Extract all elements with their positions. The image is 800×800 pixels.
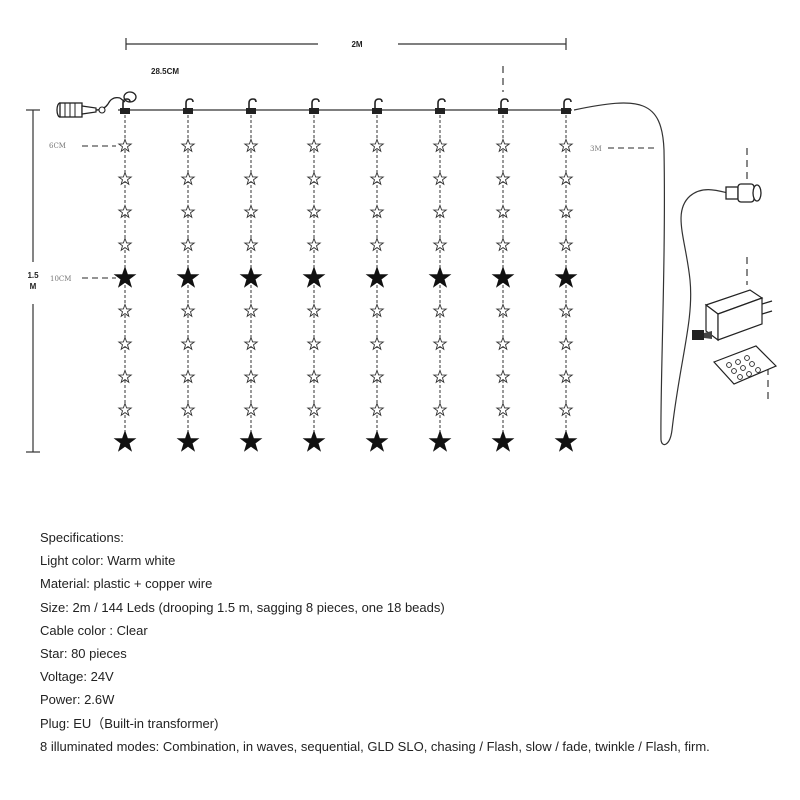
curtain-light-diagram: 2M 28.5CM 1.5 M 6CM 10CM 3M <box>26 38 778 453</box>
light-strand <box>303 98 325 452</box>
star-large-filled-icon <box>114 266 136 288</box>
width-label: 2M <box>351 40 362 49</box>
small-spacing-label: 6CM <box>49 142 66 150</box>
star-small-outline-icon <box>370 304 384 317</box>
hook-icon <box>560 98 572 115</box>
hook-icon <box>434 98 446 115</box>
star-large-filled-icon <box>429 430 451 452</box>
star-small-outline-icon <box>307 238 321 251</box>
hook-spacing-label: 28.5CM <box>151 67 179 76</box>
star-small-outline-icon <box>244 403 258 416</box>
star-small-outline-icon <box>433 304 447 317</box>
star-small-outline-icon <box>244 139 258 152</box>
star-large-filled-icon <box>177 266 199 288</box>
star-small-outline-icon <box>370 238 384 251</box>
end-cap-connector-icon <box>56 91 137 118</box>
star-small-outline-icon <box>307 304 321 317</box>
light-strand <box>177 98 199 452</box>
lead-cable-label: 3M <box>590 145 602 153</box>
width-dimension: 2M <box>125 38 567 50</box>
star-small-outline-icon <box>118 403 132 416</box>
star-small-outline-icon <box>496 304 510 317</box>
star-small-outline-icon <box>370 403 384 416</box>
star-small-outline-icon <box>559 304 573 317</box>
star-small-outline-icon <box>181 403 195 416</box>
star-small-outline-icon <box>244 238 258 251</box>
light-strand <box>366 98 388 452</box>
spec-line: Light color: Warm white <box>40 553 176 569</box>
star-large-filled-icon <box>240 430 262 452</box>
light-strand <box>114 98 136 452</box>
height-label-bottom: M <box>30 282 37 291</box>
star-large-filled-icon <box>177 430 199 452</box>
star-small-outline-icon <box>559 139 573 152</box>
light-strand <box>429 98 451 452</box>
remote-control-icon <box>712 345 778 402</box>
light-strand <box>492 98 514 452</box>
light-strands <box>114 98 577 452</box>
transformer-icon <box>692 257 773 342</box>
star-small-outline-icon <box>433 238 447 251</box>
star-small-outline-icon <box>496 403 510 416</box>
hook-icon <box>308 98 320 115</box>
star-large-filled-icon <box>366 266 388 288</box>
star-small-outline-icon <box>496 139 510 152</box>
star-small-outline-icon <box>433 139 447 152</box>
hook-icon <box>497 98 509 115</box>
light-strand <box>555 98 577 452</box>
star-large-filled-icon <box>303 430 325 452</box>
height-dimension: 1.5 M <box>26 109 40 453</box>
hook-icon <box>371 98 383 115</box>
specifications-heading: Specifications: <box>40 530 124 545</box>
hook-icon <box>182 98 194 115</box>
star-large-filled-icon <box>492 266 514 288</box>
star-small-outline-icon <box>496 238 510 251</box>
star-large-filled-icon <box>429 266 451 288</box>
star-small-outline-icon <box>181 238 195 251</box>
star-large-filled-icon <box>555 430 577 452</box>
star-large-filled-icon <box>114 430 136 452</box>
spec-line: Cable color : Clear <box>40 622 148 638</box>
star-small-outline-icon <box>433 403 447 416</box>
star-small-outline-icon <box>118 139 132 152</box>
spec-line: Plug: EU（Built-in transformer) <box>40 715 219 731</box>
height-label-top: 1.5 <box>27 271 39 280</box>
spec-line: Size: 2m / 144 Leds (drooping 1.5 m, sag… <box>40 599 445 615</box>
star-small-outline-icon <box>559 238 573 251</box>
star-small-outline-icon <box>181 304 195 317</box>
star-large-filled-icon <box>555 266 577 288</box>
star-small-outline-icon <box>307 139 321 152</box>
star-small-outline-icon <box>307 403 321 416</box>
spec-line: Material: plastic + copper wire <box>40 576 213 592</box>
star-small-outline-icon <box>370 139 384 152</box>
star-small-outline-icon <box>181 139 195 152</box>
spec-line: Power: 2.6W <box>40 692 115 708</box>
star-small-outline-icon <box>118 304 132 317</box>
star-large-filled-icon <box>303 266 325 288</box>
star-large-filled-icon <box>366 430 388 452</box>
star-small-outline-icon <box>244 304 258 317</box>
star-small-outline-icon <box>118 238 132 251</box>
lead-cable <box>573 102 729 446</box>
female-connector-icon <box>725 183 762 203</box>
hook-icon <box>245 98 257 115</box>
star-small-outline-icon <box>559 403 573 416</box>
star-large-filled-icon <box>492 430 514 452</box>
big-spacing-label: 10CM <box>50 275 71 283</box>
light-strand <box>240 98 262 452</box>
spec-line: Star: 80 pieces <box>40 645 127 661</box>
spec-line: 8 illuminated modes: Combination, in wav… <box>40 738 710 754</box>
star-large-filled-icon <box>240 266 262 288</box>
spec-line: Voltage: 24V <box>40 669 114 685</box>
